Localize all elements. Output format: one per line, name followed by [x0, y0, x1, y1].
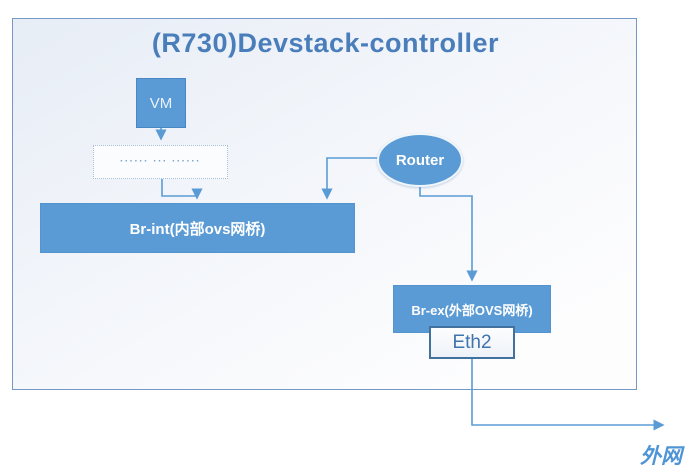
tap-interface-dots: ······ ··· ······ — [119, 156, 201, 167]
router-node: Router — [377, 133, 463, 187]
eth2-label: Eth2 — [452, 331, 492, 353]
vm-node: VM — [136, 78, 186, 128]
br-int-label: Br-int(内部ovs网桥) — [129, 220, 266, 238]
diagram-title: (R730)Devstack-controller — [151, 28, 500, 58]
external-network-label: 外网 — [640, 445, 682, 468]
tap-interface-node: ······ ··· ······ — [93, 145, 228, 179]
vm-label: VM — [149, 94, 173, 112]
br-ex-node: Br-ex(外部OVS网桥) — [393, 285, 551, 333]
router-label: Router — [395, 151, 445, 169]
br-ex-label: Br-ex(外部OVS网桥) — [411, 302, 533, 318]
br-int-node: Br-int(内部ovs网桥) — [40, 203, 355, 253]
eth2-node: Eth2 — [429, 326, 515, 359]
